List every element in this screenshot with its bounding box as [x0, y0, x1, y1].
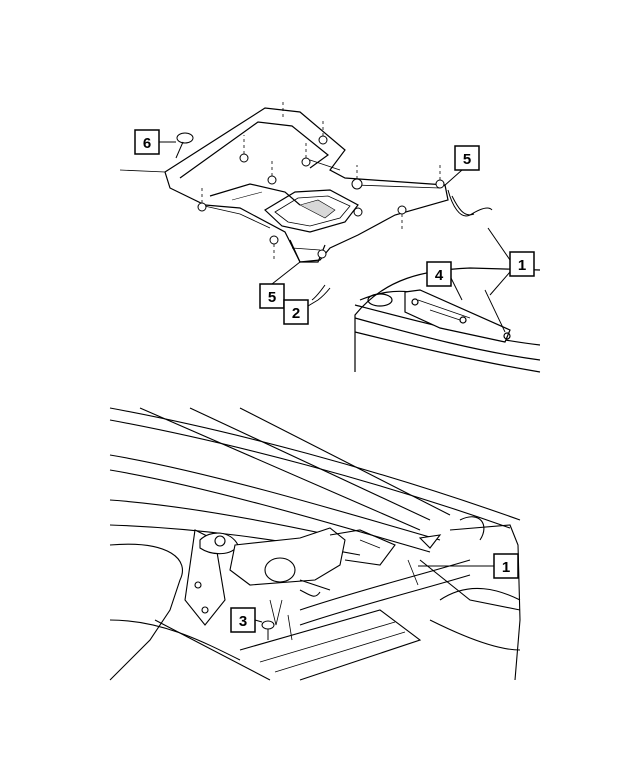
- callout-2-label: 2: [292, 305, 300, 322]
- callout-1-top-label: 1: [518, 257, 526, 274]
- callout-5-left: 5: [259, 261, 301, 309]
- washer-hose-upper: [447, 189, 493, 217]
- hood-edge-detail: [354, 267, 541, 373]
- hood-insulator-panel: [119, 107, 449, 263]
- callout-4: 4: [426, 261, 463, 301]
- cowl-screw: [261, 620, 275, 640]
- callout-6: 6: [134, 129, 176, 155]
- callout-1-top: 1: [487, 227, 535, 296]
- callout-1-bottom-label: 1: [502, 559, 510, 576]
- callout-5-left-label: 5: [268, 289, 276, 306]
- callout-1-bottom: 1: [418, 553, 519, 579]
- callout-3-label: 3: [239, 613, 247, 630]
- cowl-wiper-assembly: [109, 407, 521, 681]
- callout-6-label: 6: [143, 135, 151, 152]
- callout-2: 2: [283, 299, 319, 325]
- callout-3: 3: [230, 607, 263, 633]
- callout-5-right: 5: [443, 145, 480, 187]
- callout-5-right-label: 5: [463, 151, 471, 168]
- panel-fastener-holes: [197, 135, 445, 259]
- fastener-leader-dashes: [201, 102, 441, 262]
- callout-4-label: 4: [435, 267, 444, 284]
- washer-hose-lower: [311, 284, 331, 301]
- push-pin-fastener: [175, 132, 194, 159]
